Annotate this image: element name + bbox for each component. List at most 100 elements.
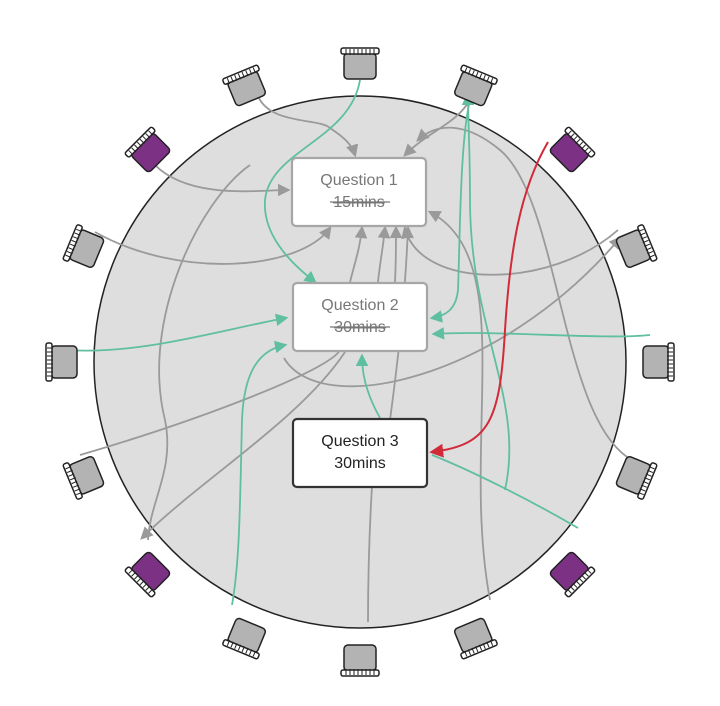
chair-slat (71, 480, 78, 485)
chair-c6 (642, 342, 675, 382)
chair-slat (245, 647, 249, 654)
chair-slat (136, 141, 142, 147)
chair-seat (50, 345, 78, 379)
chair-slat (136, 577, 142, 583)
chair-slat (482, 74, 486, 81)
arrow-c12-q3 (431, 454, 579, 529)
chair-slat (131, 571, 137, 577)
chair-back (45, 342, 53, 382)
chair-slat (566, 130, 572, 136)
chair-slat (482, 643, 486, 650)
arrow-c4-q3 (429, 141, 549, 458)
chair-slat (569, 585, 575, 591)
chair-slat (647, 469, 654, 474)
arrow-q2-q1-a (349, 225, 368, 283)
question-1-title: Question 1 (320, 172, 397, 189)
arrow-c13-q2 (231, 340, 288, 606)
chair-slat (148, 588, 154, 594)
question-2-title: Question 2 (321, 297, 398, 314)
chair-slat (65, 466, 72, 470)
chair-c10 (340, 644, 380, 677)
chair-slat (66, 250, 73, 255)
chair-slat (248, 68, 253, 75)
arrow-c15-q1 (94, 225, 332, 265)
chair-slat (145, 133, 151, 139)
chair-slat (569, 133, 575, 139)
chair-slat (642, 480, 649, 485)
chair-back (667, 342, 675, 382)
chair-c15 (62, 224, 105, 268)
chair-slat (467, 649, 472, 656)
arrow-q2-q1-c (389, 225, 403, 283)
chair-slat (65, 254, 72, 258)
chair-slat (68, 247, 75, 251)
chair-slat (644, 477, 651, 481)
chair-slat (76, 491, 82, 496)
chair-slat (586, 150, 592, 156)
chair-c4 (549, 126, 596, 173)
chair-slat (72, 484, 79, 488)
chair-slat (575, 138, 581, 144)
chair-slat (234, 643, 238, 650)
chair-back (340, 47, 380, 55)
chair-slat (139, 138, 145, 144)
arrow-q2-c13 (140, 351, 346, 540)
chair-slat (575, 580, 581, 586)
green-arrows (67, 79, 651, 606)
chair-seat (343, 644, 377, 672)
question-1-box[interactable]: Question 1 15mins (290, 156, 428, 228)
chair-slat (145, 585, 151, 591)
question-3-box[interactable]: Question 3 30mins (291, 417, 429, 489)
chair-slat (467, 68, 472, 75)
chair-slat (237, 644, 242, 651)
chair-slat (134, 144, 140, 150)
chair-seat (131, 551, 171, 591)
chair-c7 (615, 456, 658, 500)
arrow-q2-c5 (283, 236, 622, 388)
chair-slat (76, 228, 82, 233)
chair-slat (641, 236, 648, 240)
chair-slat (645, 247, 652, 251)
chair-c1 (222, 64, 266, 107)
chair-slat (148, 130, 154, 136)
chair-slat (639, 488, 646, 492)
chair-slat (142, 136, 148, 142)
arrow-c14-q1 (79, 349, 341, 456)
chair-c2 (340, 47, 380, 80)
chair-c12 (124, 551, 171, 598)
question-2-box[interactable]: Question 2 30mins (291, 281, 429, 353)
chair-slat (226, 78, 231, 84)
chair-c9 (454, 617, 498, 660)
chair-slat (648, 466, 655, 470)
chair-slat (252, 67, 256, 74)
chair-c16 (124, 126, 171, 173)
chair-slat (237, 73, 242, 80)
chair-slat (578, 577, 584, 583)
chair-c5 (615, 224, 658, 268)
arrow-c11-q3 (367, 485, 373, 623)
chair-slat (580, 574, 586, 580)
chair-slat (648, 254, 655, 258)
chair-c11 (222, 617, 266, 660)
chair-slat (647, 250, 654, 255)
chair-slat (134, 574, 140, 580)
chair-slat (583, 147, 589, 153)
chair-slat (241, 646, 245, 653)
chair-slat (478, 644, 483, 651)
arrow-c5-q1 (401, 225, 619, 276)
chair-slat (234, 74, 238, 81)
arrow-q2-q1-b (377, 225, 391, 283)
chair-slat (586, 568, 592, 574)
chair-slat (642, 239, 649, 244)
arrow-q3-q2 (355, 353, 381, 419)
question-3-title: Question 3 (321, 433, 398, 450)
chair-slat (638, 228, 644, 233)
chair-slat (580, 144, 586, 150)
chair-seat (549, 133, 589, 173)
chair-slat (74, 488, 81, 492)
chair-seat (549, 551, 589, 591)
chair-slat (69, 243, 76, 247)
chair-slat (71, 239, 78, 244)
